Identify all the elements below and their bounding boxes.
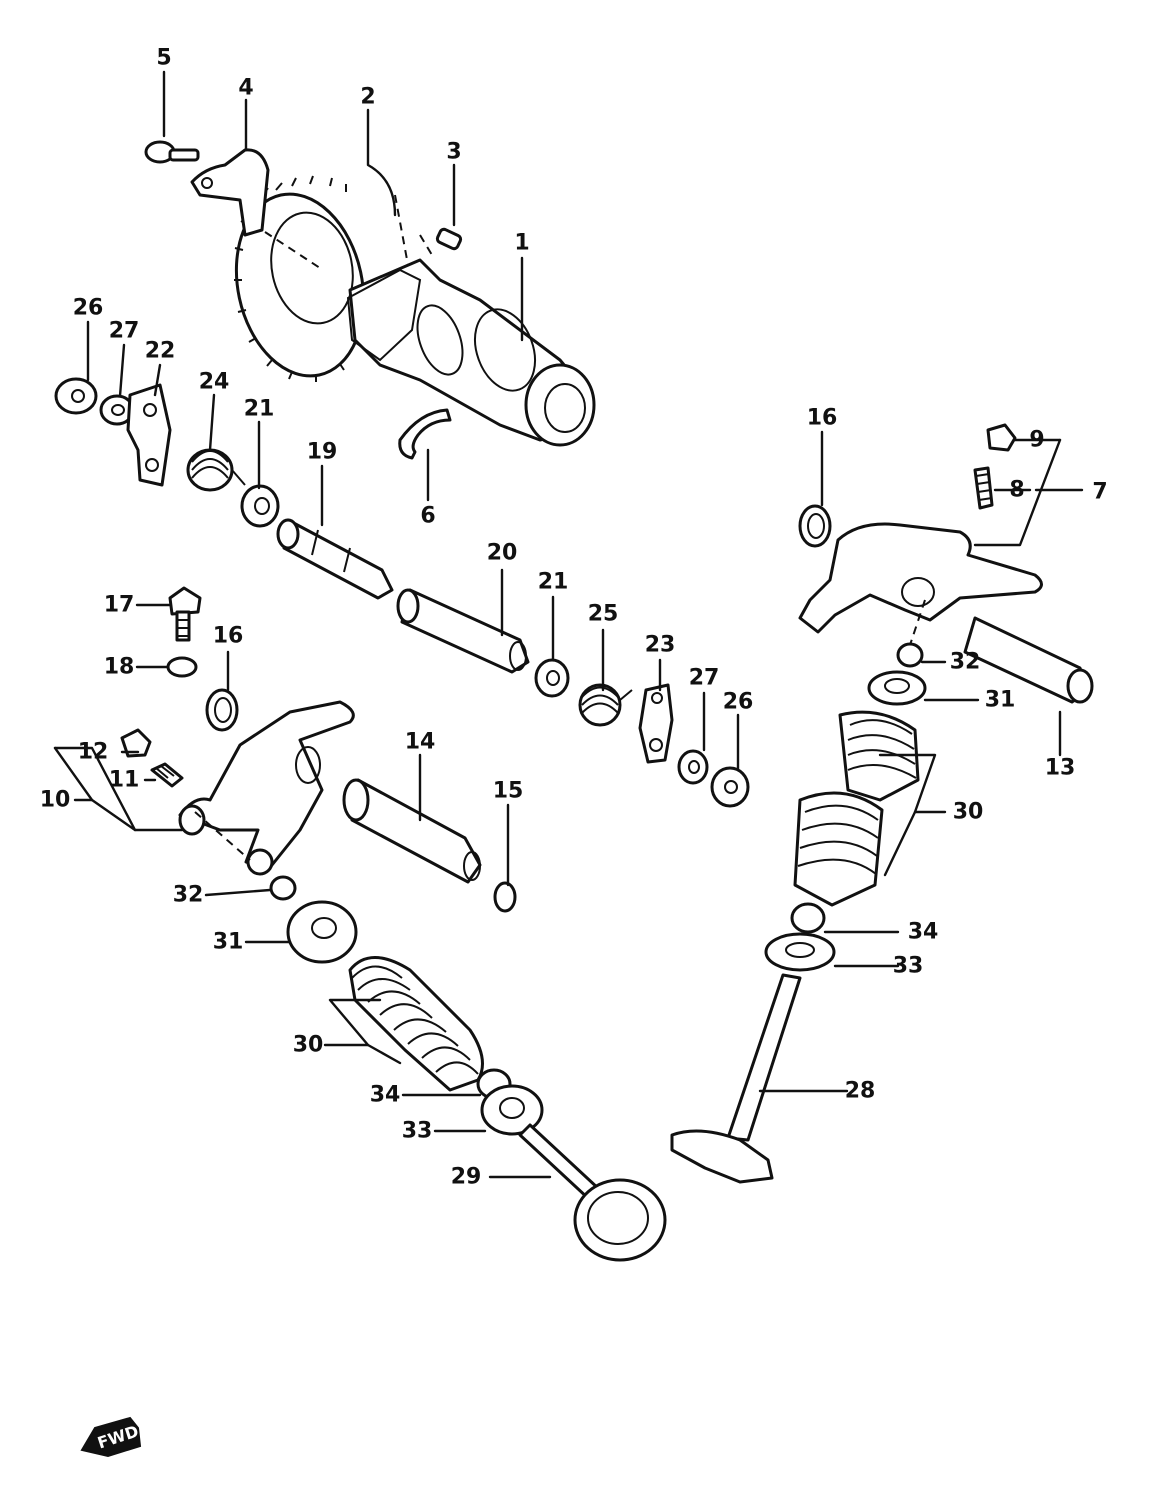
callout-33-right: 33 [893,954,924,979]
callout-12: 12 [78,740,109,765]
callout-34-left: 34 [370,1083,401,1108]
callout-4: 4 [238,76,253,101]
exhaust-valve-29 [518,1123,667,1262]
intake-valve-28 [670,973,802,1184]
callout-26-right: 26 [723,690,754,715]
spring-seat-33-left [480,1084,544,1136]
callout-22: 22 [145,339,176,364]
valve-spring-30-right [793,710,920,907]
callout-28: 28 [845,1079,876,1104]
callout-26-left: 26 [73,296,104,321]
washer-21-right [534,658,570,698]
rocker-arm-7 [798,522,1043,634]
camshaft-sprocket-part [234,175,366,382]
rocker-shaft-20 [396,588,530,674]
retainer-bolt-part [144,140,200,164]
retainer-31-right [867,670,927,706]
rocker-shaft-19 [276,518,394,600]
callout-labels: 5 4 2 3 1 26 27 22 24 21 19 6 16 9 8 7 2… [40,46,1108,1190]
callout-24: 24 [199,370,230,395]
rocker-shaft-14 [342,778,482,884]
callout-32-right: 32 [950,650,981,675]
washer-18 [166,656,198,678]
adjuster-nut-9 [986,423,1017,452]
forward-arrow-icon: FWD [80,1416,142,1458]
spring-24 [186,448,246,492]
callout-3: 3 [446,140,461,165]
spring-seat-33-right [764,932,836,972]
washer-21-left [240,484,280,528]
o-ring-16-left [205,688,239,732]
valve-cap-32-right [896,642,924,668]
callout-11: 11 [109,768,140,793]
callout-6: 6 [420,504,435,529]
retainer-31-left [286,900,358,964]
callout-7: 7 [1092,480,1107,505]
callout-5: 5 [156,46,171,71]
callout-19: 19 [307,440,338,465]
plate-23 [638,683,674,764]
callout-31-left: 31 [213,930,244,955]
callout-18: 18 [104,655,135,680]
o-ring-16-right [798,504,832,548]
callout-31-right: 31 [985,688,1016,713]
valve-cap-32-left [269,875,297,901]
plate-22 [126,383,172,487]
o-ring-15 [493,881,517,913]
callout-21-left: 21 [244,397,275,422]
callout-23: 23 [645,633,676,658]
callout-21-right: 21 [538,570,569,595]
adjuster-screw-11 [150,762,184,788]
callout-27-right: 27 [689,666,720,691]
dowel-pin-part [435,227,463,251]
callout-16-left: 16 [213,624,244,649]
callout-2: 2 [360,85,375,110]
callout-32-left: 32 [173,883,204,908]
callout-10: 10 [40,788,71,813]
c-ring-part [398,408,452,460]
valve-spring-30-left [348,956,484,1092]
nut-26-left [54,377,98,415]
callout-33-left: 33 [402,1119,433,1144]
adjuster-screw-8 [973,466,994,510]
callout-9: 9 [1029,428,1044,453]
spring-25 [578,683,633,727]
valve-seal-34-right [790,902,826,934]
callout-17: 17 [104,593,135,618]
callout-13: 13 [1045,756,1076,781]
callout-16-right: 16 [807,406,838,431]
callout-30-left: 30 [293,1033,324,1058]
callout-14: 14 [405,730,436,755]
nut-26-right [710,766,750,808]
callout-29: 29 [451,1165,482,1190]
rocker-shaft-13 [963,616,1094,704]
rocker-arm-10 [178,700,355,876]
callout-20: 20 [487,541,518,566]
camshaft-part [346,258,596,447]
callout-30-right: 30 [953,800,984,825]
washer-27-left [99,394,135,426]
cam-retainer-plate-part [190,148,270,237]
callout-15: 15 [493,779,524,804]
callout-8: 8 [1009,478,1024,503]
washer-27-right [677,749,709,785]
leader-lines [53,70,1084,1179]
callout-27-left: 27 [109,319,140,344]
callout-25: 25 [588,602,619,627]
bolt-17 [168,586,202,642]
callout-34-right: 34 [908,920,939,945]
callout-1: 1 [514,231,529,256]
